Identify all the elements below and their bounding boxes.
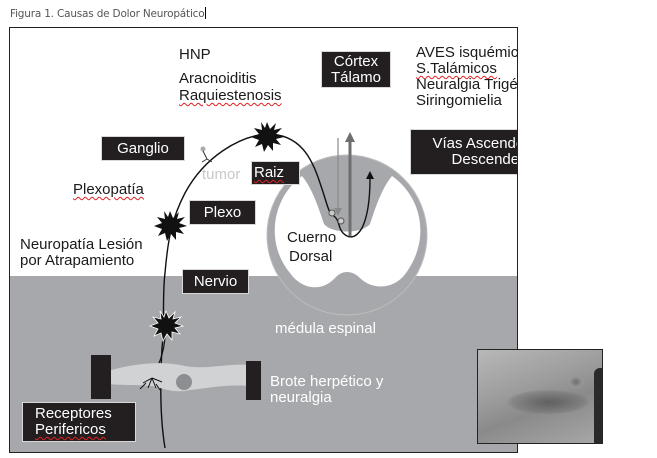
limb-end-bar-right bbox=[246, 361, 261, 400]
box-ganglio: Ganglio bbox=[101, 136, 185, 161]
label-aracnoiditis: Aracnoiditis bbox=[179, 70, 257, 87]
box-cortex-line2: Tálamo bbox=[330, 69, 382, 86]
box-receptores-line2: Perifericos bbox=[35, 421, 106, 438]
limb-dermatome-shape bbox=[105, 363, 250, 392]
box-receptores-line1: Receptores bbox=[35, 405, 112, 422]
box-nervio: Nervio bbox=[182, 269, 249, 294]
synapse-node-2 bbox=[337, 217, 345, 225]
ascending-tract-arrow-icon bbox=[345, 132, 355, 142]
herpes-zoster-chest-photo bbox=[477, 349, 603, 444]
synapse-loop-line bbox=[333, 177, 371, 238]
box-raiz: Raiz bbox=[251, 161, 300, 185]
label-siringomielia: Siringomielia bbox=[416, 92, 502, 109]
label-cuerno: Cuerno bbox=[287, 229, 337, 246]
box-cortex-talamo: Córtex Tálamo bbox=[321, 51, 391, 88]
label-neuropatia-line1: Neuropatía Lesión bbox=[20, 236, 143, 253]
lesion-starburst-root bbox=[251, 122, 284, 152]
label-aves-isquemicos: AVES isquémicos bbox=[416, 44, 518, 61]
dorsal-column bbox=[323, 157, 372, 206]
box-vias-line2: Descendentes bbox=[451, 151, 517, 168]
label-s-talamicos: S.Talámicos bbox=[416, 60, 497, 77]
gray-matter-butterfly bbox=[274, 176, 421, 288]
herpetic-lesion-dot bbox=[176, 374, 192, 390]
label-brote-herpetico-line1: Brote herpético y bbox=[270, 373, 384, 390]
label-medula-espinal: médula espinal bbox=[275, 320, 376, 337]
text-cursor bbox=[205, 7, 207, 19]
label-plexopatia: Plexopatía bbox=[73, 181, 144, 198]
lesion-starburst-nerve bbox=[148, 309, 185, 343]
label-neuralgia-trigemino: Neuralgia Trigémino bbox=[416, 76, 518, 93]
synapse-node-1 bbox=[328, 209, 336, 217]
label-brote-herpetico-line2: neuralgia bbox=[270, 389, 332, 406]
caption-text: Figura 1. Causas de Dolor Neuropático bbox=[10, 8, 205, 20]
receptor-branches bbox=[139, 377, 163, 391]
box-cortex-line1: Córtex bbox=[333, 53, 379, 70]
spinal-cord-cross-section bbox=[266, 154, 428, 316]
label-dorsal: Dorsal bbox=[289, 248, 333, 265]
diagram-artwork bbox=[91, 122, 428, 449]
label-neuropatia-line2: por Atrapamiento bbox=[20, 252, 135, 269]
box-receptores-perifericos: Receptores Perifericos bbox=[22, 402, 136, 442]
box-plexo: Plexo bbox=[189, 200, 256, 225]
label-tumor: tumor bbox=[202, 166, 241, 183]
figure-caption: Figura 1. Causas de Dolor Neuropático bbox=[10, 7, 207, 20]
box-raiz-text: Raiz bbox=[254, 164, 285, 181]
box-vias-line1: Vías Ascendentes Y bbox=[432, 135, 518, 152]
label-hnp: HNP bbox=[179, 46, 211, 63]
label-raquiestenosis: Raquiestenosis bbox=[179, 87, 282, 104]
ascending-arrow-head-small bbox=[366, 171, 374, 179]
limb-end-bar-left bbox=[91, 355, 111, 399]
photo-shadow-edge bbox=[594, 368, 602, 443]
ganglion-dot bbox=[200, 146, 206, 152]
box-vias-ascendentes-descendentes: Vías Ascendentes Y Descendentes bbox=[410, 129, 518, 175]
ganglion-connector bbox=[201, 150, 213, 163]
lesion-starburst-plexus bbox=[154, 211, 187, 241]
descending-tract-arrow-icon bbox=[334, 208, 342, 216]
neuropathic-pain-diagram: HNP Aracnoiditis Raquiestenosis AVES isq… bbox=[9, 27, 518, 453]
nerve-pathway-line bbox=[160, 133, 335, 449]
